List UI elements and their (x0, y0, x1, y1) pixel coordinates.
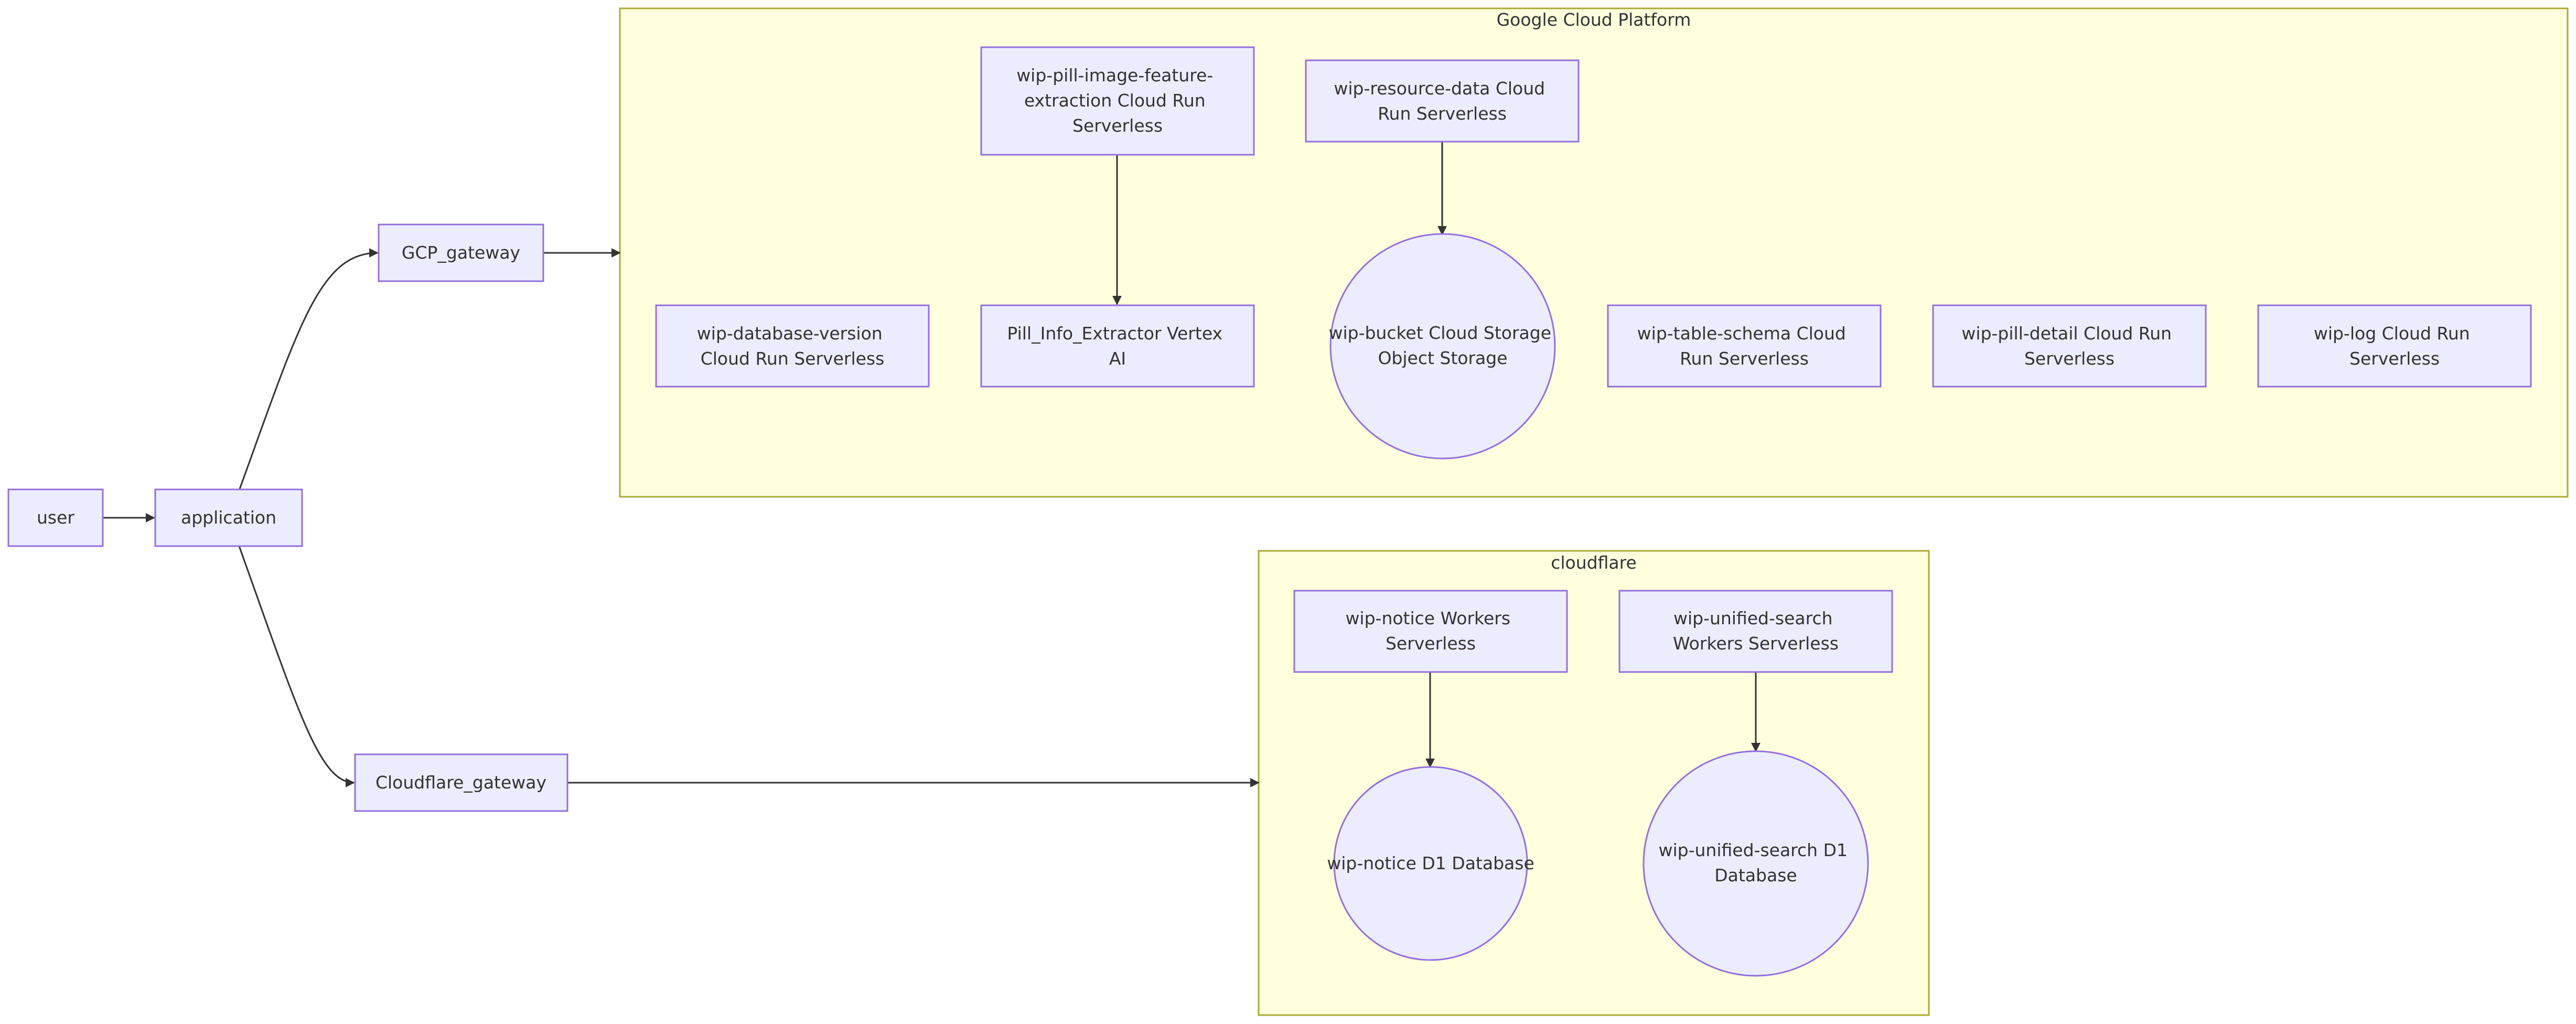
node-wip-unified-search-d1-label: wip-unified-search D1 Database (1659, 840, 1853, 886)
node-label-line: Database (1714, 865, 1797, 886)
node-gcp-gateway[interactable]: GCP_gateway (378, 223, 544, 282)
node-wip-table-schema[interactable]: wip-table-schema Cloud Run Serverless (1607, 304, 1882, 388)
cluster-gcp-title: Google Cloud Platform (1497, 9, 1691, 30)
node-wip-log[interactable]: wip-log Cloud Run Serverless (2257, 304, 2532, 388)
node-label-line: wip-unified-search (1673, 608, 1833, 628)
cluster-google-cloud-platform: Google Cloud Platform (619, 7, 2569, 498)
node-label-line: Run Serverless (1680, 348, 1809, 369)
node-wip-table-schema-label: wip-table-schema Cloud Run Serverless (1637, 323, 1852, 369)
node-wip-notice-d1-circle (1333, 766, 1528, 961)
cluster-gcp-box (619, 7, 2569, 498)
node-application-box (154, 488, 303, 547)
node-wip-unified-search-d1[interactable]: wip-unified-search D1 Database (1643, 750, 1869, 977)
node-label-line: wip-notice Workers (1345, 608, 1510, 628)
node-wip-resource-data[interactable]: wip-resource-data Cloud Run Serverless (1305, 59, 1580, 143)
node-label-line: wip-pill-image-feature- (1016, 65, 1213, 86)
node-gcp-gateway-box (378, 223, 544, 282)
node-pill-info-extractor-box (980, 304, 1255, 388)
edge-application-to-gcp-gateway (238, 248, 379, 491)
node-wip-database-version[interactable]: wip-database-version Cloud Run Serverles… (655, 304, 930, 388)
node-wip-resource-data-label: wip-resource-data Cloud Run Serverless (1334, 78, 1550, 124)
node-wip-pill-detail-box (1932, 304, 2207, 388)
node-label-line: AI (1109, 348, 1126, 369)
edge-application-to-cloudflare-gateway (238, 546, 355, 787)
node-wip-database-version-label: wip-database-version Cloud Run Serverles… (697, 323, 888, 369)
node-wip-resource-data-box (1305, 59, 1580, 143)
node-label-line: extraction Cloud Run (1024, 90, 1206, 111)
node-label-line: Serverless (1072, 115, 1163, 136)
node-label-line: wip-pill-detail Cloud Run (1961, 323, 2172, 344)
node-wip-unified-search-d1-circle (1643, 750, 1869, 977)
node-wip-database-version-box (655, 304, 930, 388)
node-user-box (7, 488, 104, 547)
node-label-line: wip-log Cloud Run (2314, 323, 2470, 344)
node-label-line: user (37, 507, 74, 528)
node-wip-bucket-circle (1329, 233, 1556, 460)
node-wip-pill-image-feature-extraction-label: wip-pill-image-feature- extraction Cloud… (1016, 65, 1219, 136)
node-wip-notice-workers[interactable]: wip-notice Workers Serverless (1293, 590, 1568, 673)
node-wip-unified-search-workers-box (1618, 590, 1893, 673)
node-label-line: wip-bucket Cloud Storage (1328, 323, 1551, 343)
node-label-line: wip-unified-search D1 (1659, 840, 1848, 860)
node-pill-info-extractor[interactable]: Pill_Info_Extractor Vertex AI (980, 304, 1255, 388)
node-label-line: Serverless (2024, 348, 2115, 369)
node-wip-bucket-label: wip-bucket Cloud Storage Object Storage (1328, 323, 1557, 368)
node-label-line: GCP_gateway (402, 242, 520, 263)
node-label-line: Serverless (1386, 633, 1476, 654)
node-wip-notice-workers-label: wip-notice Workers Serverless (1345, 608, 1516, 654)
node-label-line: wip-notice D1 Database (1327, 853, 1534, 873)
node-wip-pill-detail-label: wip-pill-detail Cloud Run Serverless (1961, 323, 2177, 369)
node-label-line: Workers Serverless (1673, 633, 1839, 654)
cluster-cloudflare-title: cloudflare (1551, 552, 1637, 573)
node-label-line: wip-resource-data Cloud (1334, 78, 1545, 99)
node-label-line: Pill_Info_Extractor Vertex (1007, 323, 1222, 344)
node-label-line: Object Storage (1378, 348, 1507, 368)
node-wip-notice-d1[interactable]: wip-notice D1 Database (1327, 766, 1534, 961)
node-label-line: Cloud Run Serverless (701, 348, 885, 369)
node-pill-info-extractor-label: Pill_Info_Extractor Vertex AI (1007, 323, 1228, 369)
node-cloudflare-gateway[interactable]: Cloudflare_gateway (354, 753, 568, 812)
node-wip-pill-image-feature-extraction[interactable]: wip-pill-image-feature- extraction Cloud… (980, 46, 1255, 156)
node-wip-log-label: wip-log Cloud Run Serverless (2314, 323, 2475, 369)
node-wip-notice-workers-box (1293, 590, 1568, 673)
node-cloudflare-gateway-label: Cloudflare_gateway (375, 772, 546, 793)
node-gcp-gateway-label: GCP_gateway (402, 242, 520, 263)
node-user[interactable]: user (7, 488, 104, 547)
node-wip-notice-d1-label: wip-notice D1 Database (1327, 853, 1534, 873)
node-user-label: user (37, 507, 74, 528)
node-wip-table-schema-box (1607, 304, 1882, 388)
node-wip-bucket[interactable]: wip-bucket Cloud Storage Object Storage (1328, 233, 1557, 460)
node-wip-unified-search-workers[interactable]: wip-unified-search Workers Serverless (1618, 590, 1893, 673)
node-label-line: Serverless (2349, 348, 2440, 369)
edges (103, 142, 1761, 787)
node-application[interactable]: application (154, 488, 303, 547)
node-label-line: wip-database-version (697, 323, 883, 344)
node-label-line: application (181, 507, 276, 528)
node-label-line: wip-table-schema Cloud (1637, 323, 1846, 344)
node-label-line: Cloudflare_gateway (375, 772, 546, 793)
node-application-label: application (181, 507, 276, 528)
node-label-line: Run Serverless (1378, 103, 1507, 124)
node-wip-pill-detail[interactable]: wip-pill-detail Cloud Run Serverless (1932, 304, 2207, 388)
node-wip-unified-search-workers-label: wip-unified-search Workers Serverless (1673, 608, 1839, 654)
node-wip-log-box (2257, 304, 2532, 388)
node-wip-pill-image-feature-extraction-box (980, 46, 1255, 156)
node-cloudflare-gateway-box (354, 753, 568, 812)
